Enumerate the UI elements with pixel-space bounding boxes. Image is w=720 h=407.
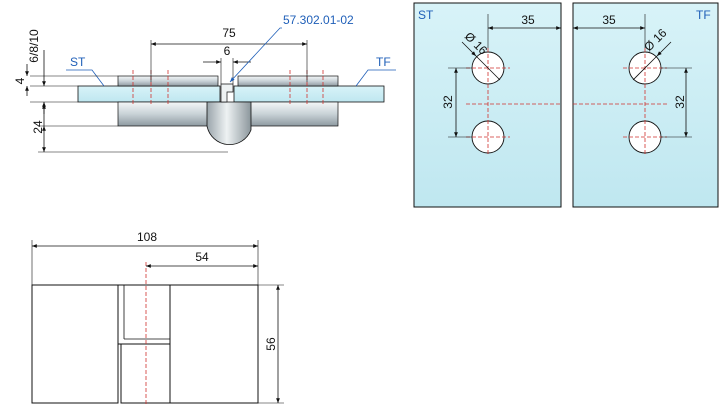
part-number: 57.302.01-02 <box>283 13 354 27</box>
panel-tf: TF 35 Ø 16 32 <box>572 2 719 208</box>
panel-st-edge-dim: 35 <box>521 13 535 27</box>
dim-width-label: 75 <box>222 26 236 40</box>
hinge-body-right <box>235 101 339 127</box>
glass-left <box>77 85 221 103</box>
front-knuckle-upper <box>117 284 171 345</box>
side-label-st: ST <box>70 55 86 69</box>
hinge-knuckle <box>206 101 252 146</box>
front-width-label: 108 <box>137 230 157 244</box>
front-view: 108 54 56 <box>31 230 284 405</box>
panel-tf-label: TF <box>696 8 711 22</box>
front-wing-right <box>169 284 259 404</box>
front-height-label: 56 <box>264 337 278 351</box>
dim-depth-label: 24 <box>31 120 45 134</box>
front-half-label: 54 <box>195 250 209 264</box>
panel-tf-spacing-dim: 32 <box>673 95 687 109</box>
side-label-tf: TF <box>376 55 391 69</box>
dim-gap-label: 6 <box>224 44 231 58</box>
front-wing-left <box>31 284 119 404</box>
center-connector <box>220 83 234 103</box>
panel-st: ST 35 Ø 16 32 <box>413 2 562 208</box>
front-knuckle-lower <box>120 343 171 404</box>
clamp-plate-top-right <box>237 75 339 87</box>
hinge-body-left <box>117 101 223 127</box>
side-view: 75 6 57.302.01-02 ST TF 4 6/8/10 24 <box>13 13 396 153</box>
panel-st-spacing-dim: 32 <box>441 95 455 109</box>
panel-st-label: ST <box>418 8 434 22</box>
dim-plate-label: 4 <box>13 77 27 84</box>
panel-tf-edge-dim: 35 <box>602 13 616 27</box>
dim-glass-label: 6/8/10 <box>27 29 41 63</box>
glass-right <box>233 85 385 103</box>
